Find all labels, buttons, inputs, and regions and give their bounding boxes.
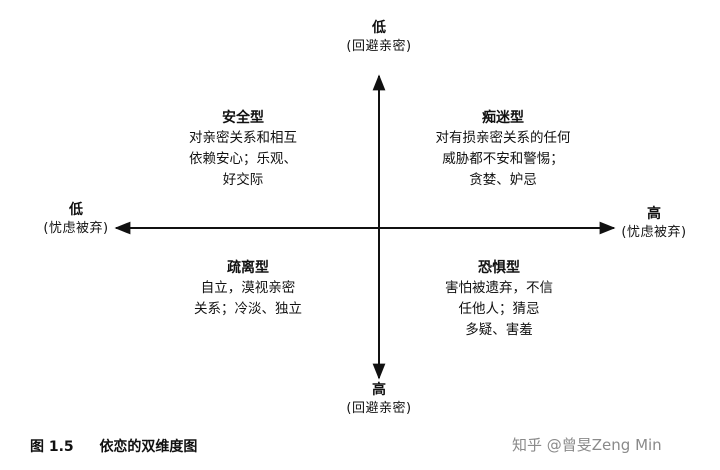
axis-right-title: 高 xyxy=(647,206,661,222)
quadrant-dismissing: 疏离型 自立，漠视亲密 关系；冷淡、独立 xyxy=(178,258,318,320)
axis-bottom-label: 高 (回避亲密) xyxy=(329,380,429,418)
quadrant-secure: 安全型 对亲密关系和相互 依赖安心；乐观、 好交际 xyxy=(168,108,318,191)
axis-left-label: 低 (忧虑被弃) xyxy=(26,200,126,238)
quadrant-line: 害怕被遗弃，不信 xyxy=(445,280,553,296)
axis-right-subtitle: (忧虑被弃) xyxy=(621,225,687,240)
axis-right-label: 高 (忧虑被弃) xyxy=(604,204,704,242)
axis-top-subtitle: (回避亲密) xyxy=(346,39,412,54)
axis-top-title: 低 xyxy=(372,20,386,36)
quadrant-line: 依赖安心；乐观、 xyxy=(189,151,297,167)
quadrant-line: 任他人；猜忌 xyxy=(458,301,540,317)
quadrant-title: 痴迷型 xyxy=(482,110,524,126)
quadrant-line: 关系；冷淡、独立 xyxy=(194,301,302,317)
axis-bottom-title: 高 xyxy=(372,382,386,398)
figure-title: 依恋的双维度图 xyxy=(99,439,198,455)
axis-left-title: 低 xyxy=(69,202,83,218)
quadrant-line: 对亲密关系和相互 xyxy=(189,130,297,146)
quadrant-line: 好交际 xyxy=(222,172,264,188)
figure-caption: 图 1.5 依恋的双维度图 xyxy=(30,436,197,456)
quadrant-title: 恐惧型 xyxy=(478,260,520,276)
watermark-text: 知乎 @曾旻Zeng Min xyxy=(512,436,662,454)
quadrant-preoccupied: 痴迷型 对有损亲密关系的任何 威胁都不安和警惕； 贪婪、妒忌 xyxy=(418,108,588,191)
axis-left-subtitle: (忧虑被弃) xyxy=(43,221,109,236)
axis-top-label: 低 (回避亲密) xyxy=(329,18,429,56)
quadrant-line: 多疑、害羞 xyxy=(465,322,533,338)
quadrant-line: 威胁都不安和警惕； xyxy=(442,151,564,167)
axis-bottom-subtitle: (回避亲密) xyxy=(346,401,412,416)
quadrant-line: 对有损亲密关系的任何 xyxy=(435,130,571,146)
quadrant-line: 自立，漠视亲密 xyxy=(200,280,296,296)
quadrant-title: 疏离型 xyxy=(227,260,269,276)
quadrant-line: 贪婪、妒忌 xyxy=(469,172,537,188)
figure-number: 图 1.5 xyxy=(30,439,74,455)
quadrant-fearful: 恐惧型 害怕被遗弃，不信 任他人；猜忌 多疑、害羞 xyxy=(424,258,574,341)
quadrant-title: 安全型 xyxy=(222,110,264,126)
